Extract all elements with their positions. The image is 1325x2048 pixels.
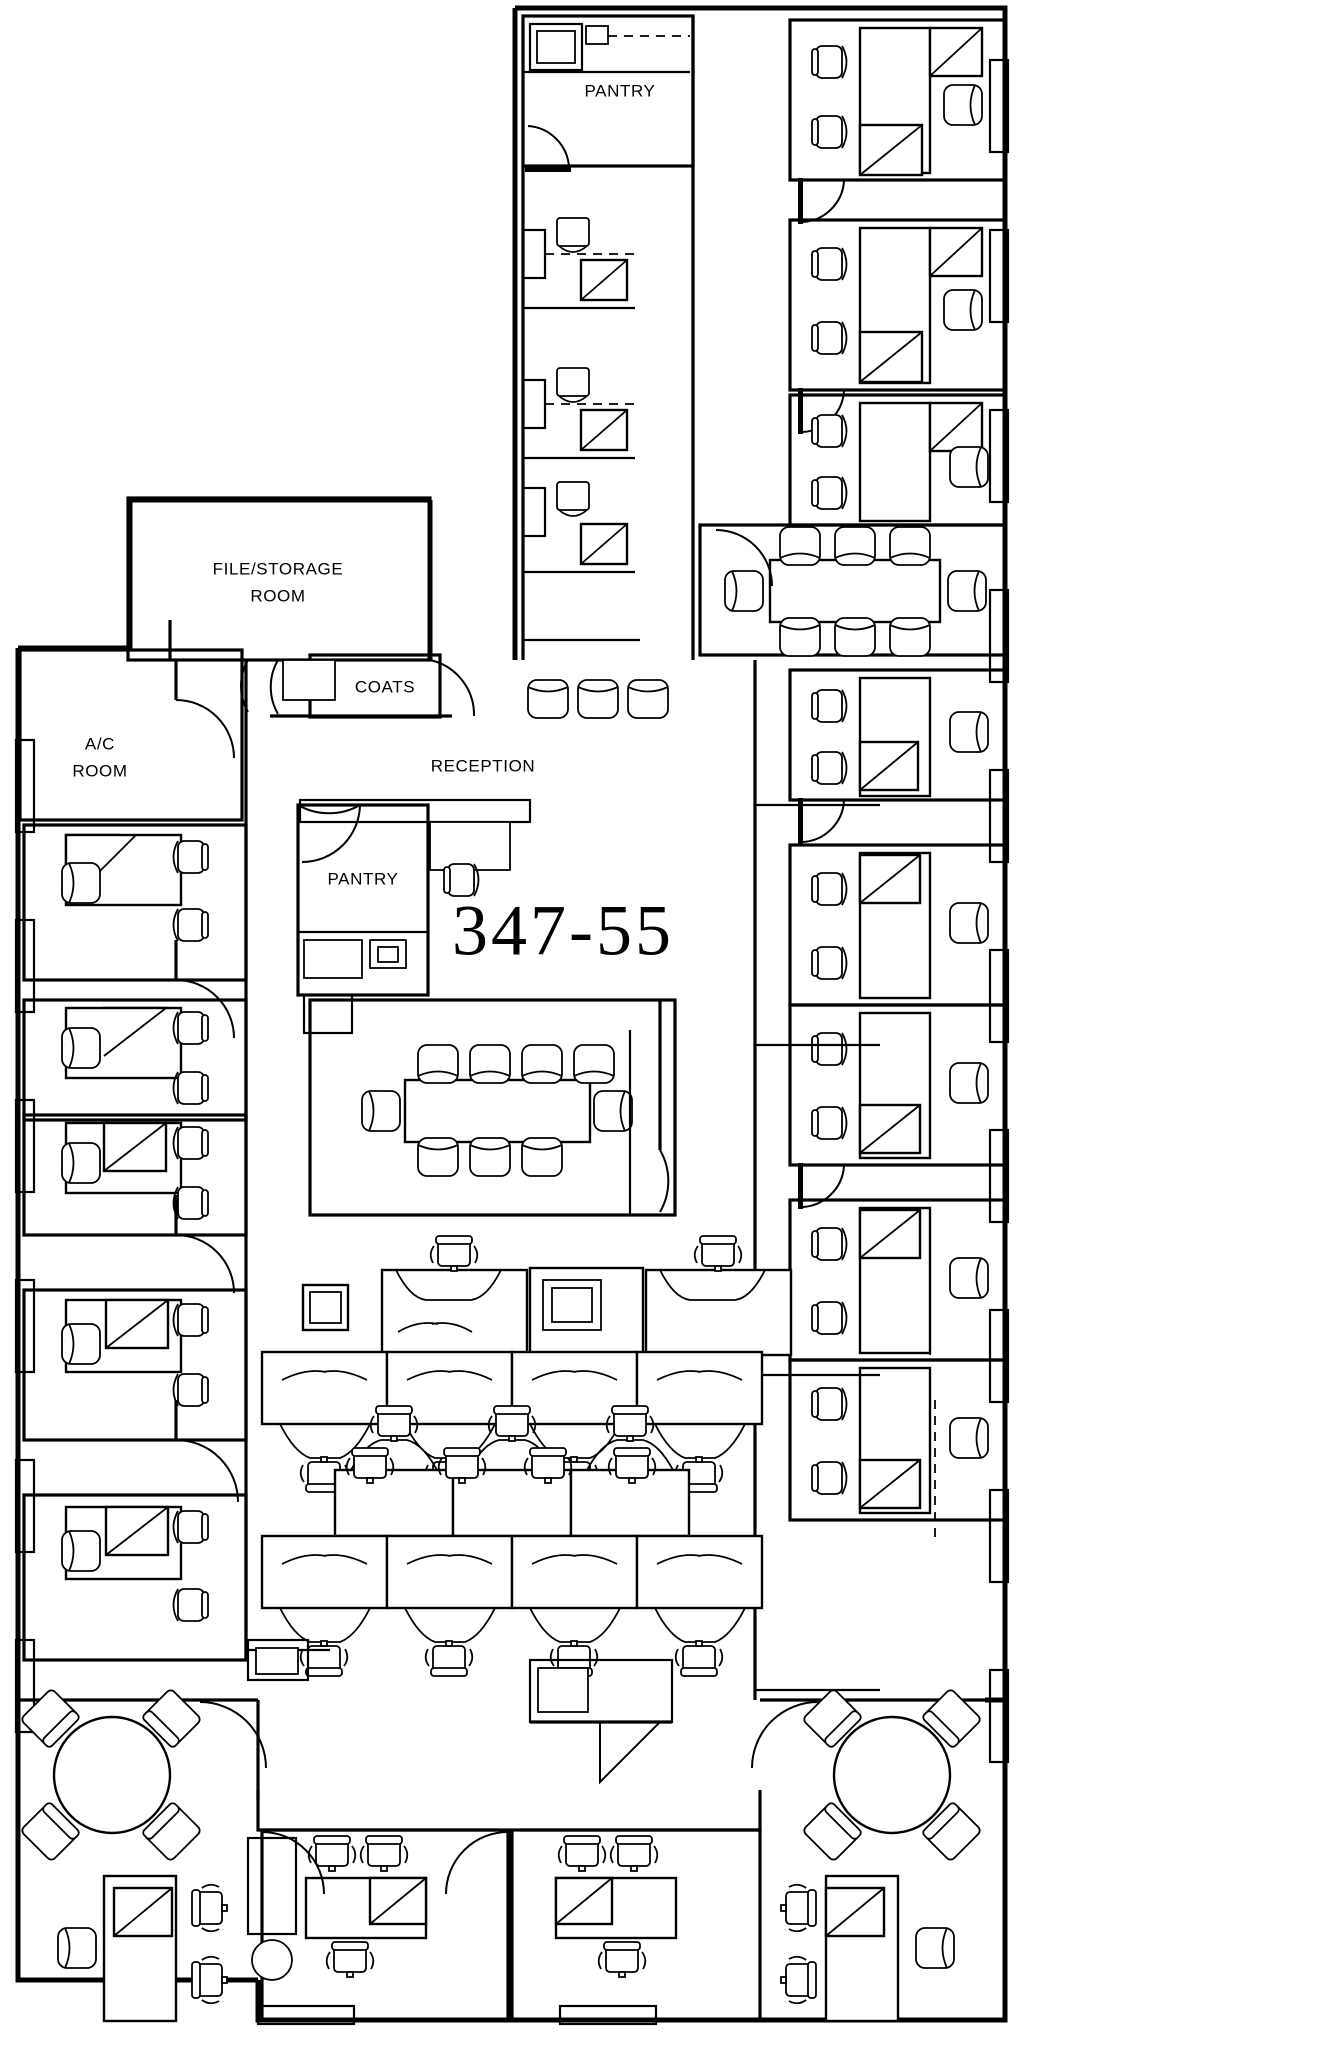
east-window-mullions (988, 58, 1010, 1764)
plan-title: 347-55 (452, 891, 674, 971)
central-pantry: PANTRY (296, 798, 532, 1035)
corridor-partitions (246, 1638, 762, 1832)
copy-service-area (528, 1658, 674, 1785)
reception-zone: RECEPTION (431, 679, 669, 775)
room-label-ac-2: ROOM (72, 761, 127, 780)
lower-left-workstation (58, 1874, 227, 2023)
lower-offices (246, 1828, 762, 2022)
south-wall-detail (256, 1980, 658, 2026)
west-offices (22, 660, 248, 1662)
north-wing: PANTRY (521, 14, 695, 660)
room-label-pantry-north: PANTRY (585, 81, 656, 100)
lower-right-workstation (781, 1874, 954, 2023)
room-label-ac-1: A/C (85, 734, 115, 753)
room-label-file-storage-2: ROOM (250, 586, 305, 605)
conference-room-east (698, 523, 1007, 657)
workstation-cluster-upper (260, 1235, 793, 1492)
lounge-west (18, 1687, 267, 1863)
room-label-coats: COATS (355, 677, 415, 696)
east-offices-upper (698, 18, 1007, 1700)
room-label-reception: RECEPTION (431, 756, 536, 775)
room-label-pantry-center: PANTRY (328, 869, 399, 888)
room-label-file-storage-1: FILE/STORAGE (213, 559, 344, 578)
ac-room: A/C ROOM (18, 648, 244, 822)
file-storage-room: FILE/STORAGE ROOM COATS (126, 496, 476, 719)
conference-room-center (308, 998, 677, 1217)
workstation-cluster-lower (260, 1405, 764, 1676)
north-corridor-workstations (521, 217, 640, 642)
lounge-east (751, 1687, 1005, 1863)
